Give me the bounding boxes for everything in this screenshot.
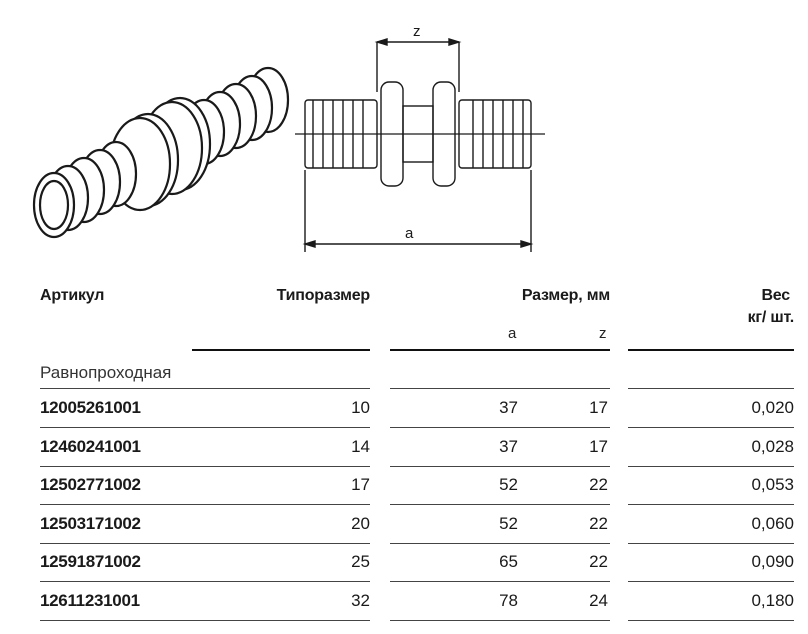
row-rule bbox=[390, 581, 610, 582]
cell-dim-a: 65 bbox=[499, 552, 518, 571]
dim-z-label: z bbox=[413, 23, 421, 40]
cell-size: 14 bbox=[351, 436, 370, 456]
header-weight-unit: кг/ шт. bbox=[747, 309, 795, 326]
row-rule bbox=[628, 504, 794, 505]
row-rule bbox=[40, 542, 370, 544]
row-rule bbox=[628, 542, 794, 544]
cell-weight: 0,060 bbox=[751, 513, 794, 533]
cell-size: 20 bbox=[351, 513, 370, 533]
group-rule-2 bbox=[390, 388, 610, 389]
cell-dim-a: 52 bbox=[499, 513, 518, 533]
row-rule bbox=[390, 427, 610, 428]
row-rule bbox=[390, 465, 610, 467]
cell-dim-z: 22 bbox=[589, 552, 608, 571]
row-rule bbox=[628, 581, 794, 582]
header-dimensions: Размер, мм bbox=[521, 287, 610, 304]
cell-dim-z: 17 bbox=[589, 398, 608, 417]
row-rule bbox=[390, 542, 610, 544]
cell-weight: 0,180 bbox=[751, 590, 794, 610]
cell-article: 12611231001 bbox=[40, 590, 140, 610]
coupling-illustration bbox=[32, 66, 290, 239]
cell-weight: 0,020 bbox=[751, 398, 794, 417]
cell-article: 12503171002 bbox=[40, 513, 141, 533]
cell-dim-a: 37 bbox=[499, 398, 518, 417]
row-rule bbox=[628, 465, 794, 467]
header-rule-weight bbox=[628, 349, 794, 351]
cell-dim-z: 17 bbox=[589, 436, 608, 456]
row-rule bbox=[40, 619, 370, 621]
cell-size: 25 bbox=[351, 552, 370, 571]
cell-size: 32 bbox=[351, 590, 370, 610]
row-rule bbox=[390, 619, 610, 621]
header-dim-z: z bbox=[599, 325, 607, 342]
cell-article: 12460241001 bbox=[40, 436, 141, 456]
cell-dim-a: 78 bbox=[499, 590, 518, 610]
header-rule-dimensions bbox=[390, 349, 610, 351]
cell-size: 10 bbox=[351, 398, 370, 417]
cell-article: 12502771002 bbox=[40, 475, 141, 494]
dim-a-label: a bbox=[405, 225, 414, 242]
cell-article: 12005261001 bbox=[40, 398, 141, 417]
cell-article: 12591871002 bbox=[40, 552, 141, 571]
cell-weight: 0,053 bbox=[751, 475, 794, 494]
header-size-type: Типоразмер bbox=[276, 287, 371, 304]
row-rule bbox=[40, 581, 370, 582]
row-rule bbox=[628, 427, 794, 428]
header-weight: Вес bbox=[761, 287, 790, 304]
row-rule bbox=[628, 619, 794, 621]
coupling-technical-drawing: z a bbox=[295, 23, 545, 252]
group-rule-3 bbox=[628, 388, 794, 389]
cell-weight: 0,090 bbox=[751, 552, 794, 571]
cell-dim-a: 52 bbox=[499, 475, 518, 494]
row-rule bbox=[40, 504, 370, 505]
group-label: Равнопроходная bbox=[40, 363, 172, 382]
row-rule bbox=[40, 427, 370, 428]
header-rule-size bbox=[192, 349, 370, 351]
row-rule bbox=[40, 465, 370, 467]
row-rule bbox=[390, 504, 610, 505]
cell-dim-z: 24 bbox=[589, 590, 608, 610]
header-dim-a: a bbox=[508, 325, 517, 342]
header-article: Артикул bbox=[40, 287, 105, 304]
group-rule-1 bbox=[40, 388, 370, 389]
cell-size: 17 bbox=[351, 475, 370, 494]
cell-weight: 0,028 bbox=[751, 436, 794, 456]
cell-dim-z: 22 bbox=[589, 475, 608, 494]
cell-dim-a: 37 bbox=[499, 436, 518, 456]
cell-dim-z: 22 bbox=[589, 513, 608, 533]
